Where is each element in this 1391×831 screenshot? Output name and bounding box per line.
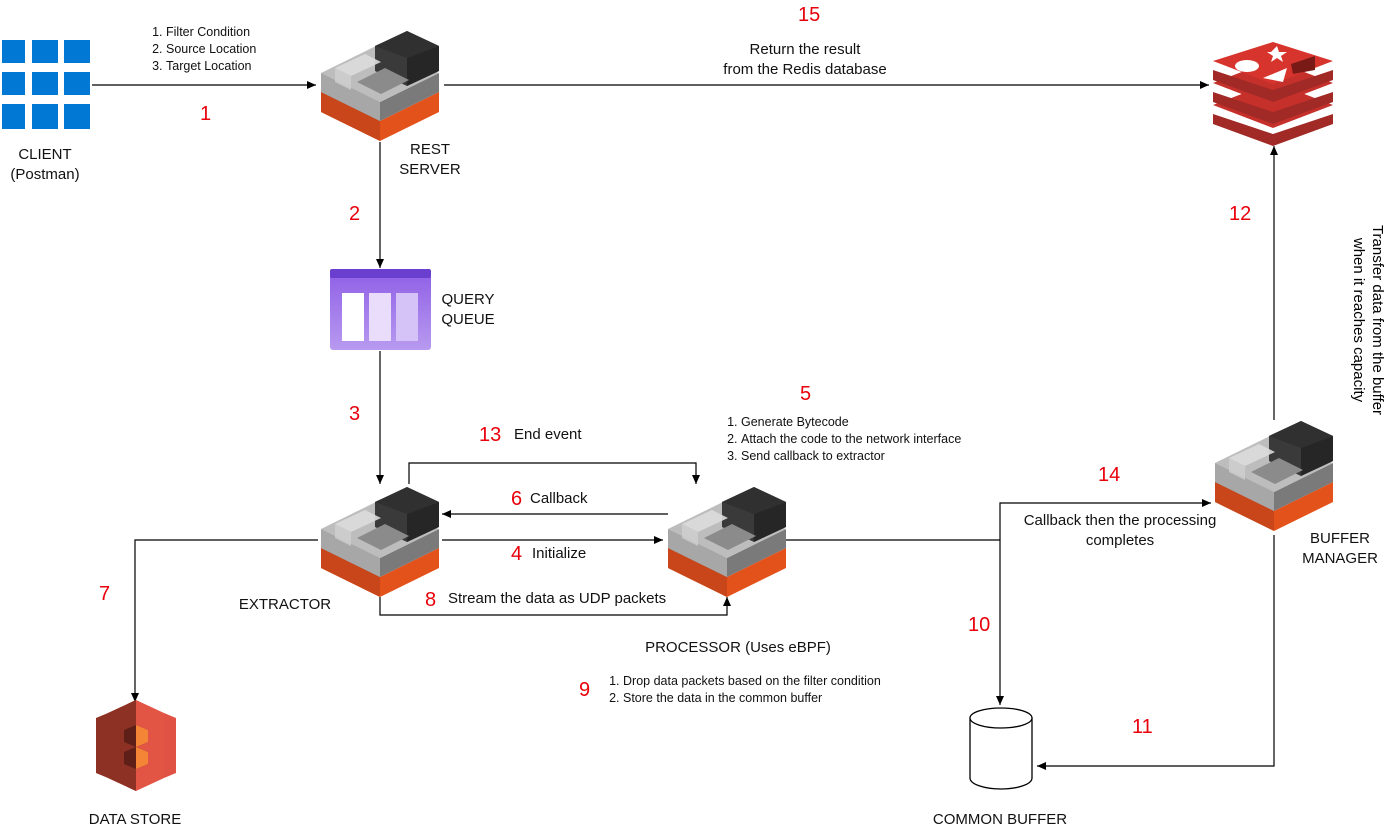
rest-server-label-line2: SERVER: [399, 161, 461, 178]
transfer-line1: Transfer data from the buffer: [1369, 224, 1386, 416]
windows-logo-icon: [2, 40, 90, 129]
edge-end-event: [408, 462, 700, 484]
return-result-line1: Return the result: [749, 41, 861, 58]
callback-label: Callback: [530, 490, 588, 507]
step-number-15: 15: [798, 4, 821, 26]
stream-label: Stream the data as UDP packets: [448, 590, 667, 607]
note-item: Drop data packets based on the filter co…: [623, 673, 881, 690]
buffer-manager-label: BUFFER MANAGER: [1302, 529, 1378, 569]
note-item: Filter Condition: [166, 24, 256, 41]
edge-stream: [379, 597, 731, 616]
note-item: Generate Bytecode: [741, 414, 961, 431]
callback-complete-line1: Callback then the processing: [1023, 512, 1217, 529]
step-number-7: 7: [99, 583, 111, 605]
request-params-note: Filter Condition Source Location Target …: [150, 24, 256, 75]
note-item: Attach the code to the network interface: [741, 431, 961, 448]
edge-callback-complete: [999, 499, 1211, 540]
return-result-line2: from the Redis database: [723, 61, 887, 78]
edge-extractor-to-datastore: [131, 539, 318, 702]
buffer-manager-label-line1: BUFFER: [1310, 530, 1370, 547]
callback-complete-label: Callback then the processing completes: [1024, 511, 1217, 551]
server-cube-icon: [1215, 421, 1333, 531]
callback-complete-line2: completes: [1085, 532, 1155, 549]
processor-setup-note: Generate Bytecode Attach the code to the…: [725, 414, 961, 465]
data-store-label: DATA STORE: [88, 811, 182, 828]
step-number-13: 13: [479, 424, 502, 446]
database-cylinder-icon: [969, 707, 1033, 790]
queue-icon: [330, 269, 431, 350]
note-item: Target Location: [166, 58, 256, 75]
query-queue-label-line2: QUEUE: [441, 311, 495, 328]
processor-label: PROCESSOR (Uses eBPF): [645, 639, 831, 656]
step-number-9: 9: [579, 679, 591, 701]
step-number-3: 3: [349, 403, 361, 425]
transfer-label: Transfer data from the buffer when it re…: [1347, 220, 1387, 420]
server-cube-icon: [321, 487, 439, 597]
step-number-2: 2: [349, 203, 361, 225]
server-cube-icon: [668, 487, 786, 597]
note-item: Send callback to extractor: [741, 448, 961, 465]
note-item: Source Location: [166, 41, 256, 58]
buffer-manager-label-line2: MANAGER: [1302, 550, 1378, 567]
return-result-label: Return the result from the Redis databas…: [723, 40, 886, 80]
client-label-line2: (Postman): [10, 166, 80, 183]
note-item: Store the data in the common buffer: [623, 690, 881, 707]
client-label-line1: CLIENT: [18, 146, 72, 163]
step-number-10: 10: [968, 614, 991, 636]
query-queue-label: QUERY QUEUE: [441, 290, 494, 330]
redis-logo-icon: [1213, 42, 1333, 146]
step-number-4: 4: [511, 543, 523, 565]
client-label: CLIENT (Postman): [10, 145, 79, 185]
step-number-11: 11: [1132, 716, 1153, 738]
step-number-12: 12: [1229, 203, 1252, 225]
step-number-8: 8: [425, 589, 437, 611]
initialize-label: Initialize: [532, 545, 587, 562]
extractor-label: EXTRACTOR: [238, 596, 332, 613]
step-number-1: 1: [200, 103, 212, 125]
end-event-label: End event: [514, 426, 582, 443]
step-number-6: 6: [511, 488, 523, 510]
step-number-14: 14: [1098, 464, 1121, 486]
step-number-5: 5: [800, 383, 812, 405]
edge-manager-to-common: [1037, 535, 1275, 770]
query-queue-label-line1: QUERY: [441, 291, 495, 308]
server-cube-icon: [321, 31, 439, 141]
common-buffer-label: COMMON BUFFER: [932, 811, 1068, 828]
rest-server-label: REST SERVER: [399, 140, 460, 180]
s3-bucket-icon: [96, 700, 176, 791]
processor-filter-note: Drop data packets based on the filter co…: [607, 673, 881, 707]
transfer-line2: when it reaches capacity: [1350, 237, 1367, 403]
rest-server-label-line1: REST: [409, 141, 451, 158]
